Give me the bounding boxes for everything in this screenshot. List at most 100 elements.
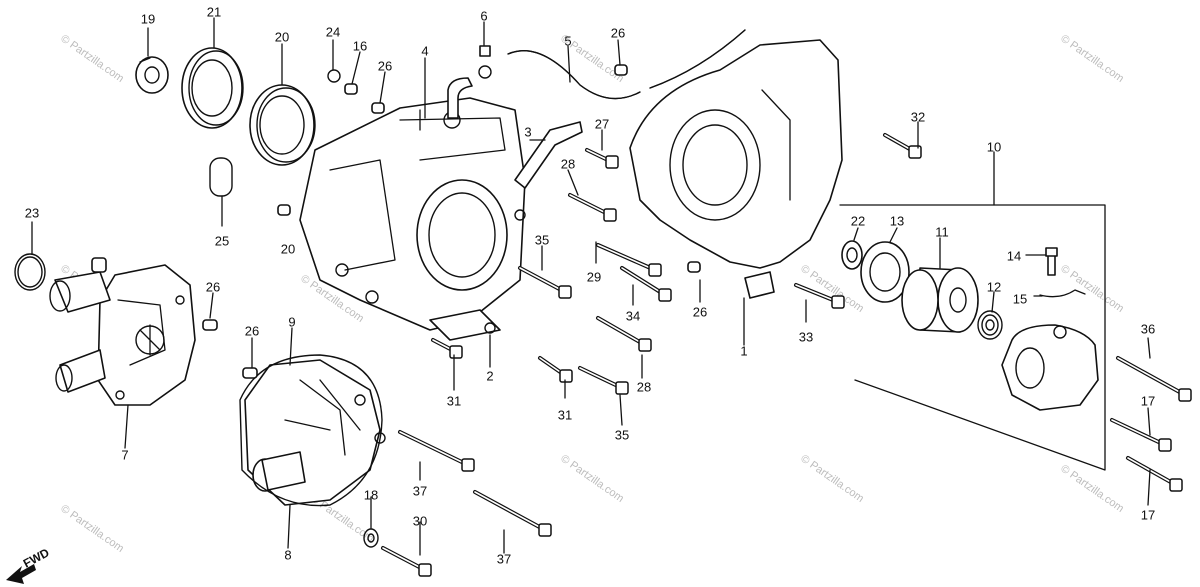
callout-number: 37 <box>497 551 511 566</box>
callout-number: 7 <box>121 447 128 462</box>
callout-number: 26 <box>378 58 392 73</box>
part-9-gasket <box>239 354 383 507</box>
callout-number: 13 <box>890 213 904 228</box>
callout-number: 37 <box>413 483 427 498</box>
callout-number: 29 <box>587 269 601 284</box>
watermark-text: © Partzilla.com <box>1058 263 1126 315</box>
callout-number: 26 <box>611 25 625 40</box>
bolt <box>398 430 475 472</box>
callout-number: 2 <box>486 368 493 383</box>
part-26-dowel-f <box>687 261 701 273</box>
part-2-crankcase-cover <box>299 77 526 341</box>
callout-number: 26 <box>693 304 707 319</box>
fwd-arrow-icon <box>6 564 36 584</box>
part-26-dowel-e <box>614 64 628 76</box>
callout-number: 11 <box>935 224 949 239</box>
bolt <box>473 490 552 537</box>
callout-number: 34 <box>626 308 640 323</box>
watermark-text: © Partzilla.com <box>58 33 126 85</box>
part-18-washer <box>363 528 379 548</box>
bolt-layer <box>381 133 1192 577</box>
callout-number: 26 <box>245 323 259 338</box>
callout-number: 33 <box>799 329 813 344</box>
part-24-ring <box>327 69 341 83</box>
callout-number: 35 <box>615 427 629 442</box>
callout-number: 15 <box>1013 291 1027 306</box>
callout-number: 32 <box>911 109 925 124</box>
callout-number: 16 <box>353 38 367 53</box>
callout-number: 10 <box>987 139 1001 154</box>
part-14-bleeder <box>1045 247 1058 276</box>
callout-number: 28 <box>561 156 575 171</box>
bolt <box>596 316 652 352</box>
callout-number: 19 <box>141 11 155 26</box>
callout-number: 20 <box>275 29 289 44</box>
part-23-oring <box>14 253 46 291</box>
callout-number: 23 <box>25 205 39 220</box>
callout-number: 1 <box>740 343 747 358</box>
watermark-text: © Partzilla.com <box>1058 33 1126 85</box>
callout-number: 18 <box>364 487 378 502</box>
callout-number: 31 <box>447 393 461 408</box>
bolt <box>596 243 662 277</box>
callout-number: 26 <box>206 279 220 294</box>
bolt <box>1110 418 1172 452</box>
part-26-dowel-d <box>371 102 385 114</box>
callout-number: 4 <box>421 43 428 58</box>
callout-number: 6 <box>480 8 487 23</box>
part-19-seal <box>135 56 169 94</box>
part-8-pump-cover <box>244 359 386 506</box>
callout-number: 20 <box>281 241 295 256</box>
callout-number: 17 <box>1141 507 1155 522</box>
part-26-dowel-a <box>202 319 218 331</box>
bolt <box>620 266 672 302</box>
bolt <box>431 338 463 359</box>
part-22-bearing <box>841 240 863 270</box>
part-10-housing <box>1001 324 1099 411</box>
callout-number: 3 <box>524 124 531 139</box>
callout-number: 31 <box>558 407 572 422</box>
bolt <box>883 133 922 159</box>
callout-number: 22 <box>851 213 865 228</box>
callout-number: 17 <box>1141 393 1155 408</box>
part-15-wire <box>1039 289 1086 298</box>
watermark-text: © Partzilla.com <box>58 503 126 555</box>
watermark-text: © Partzilla.com <box>1058 463 1126 515</box>
part-7-water-pump-body <box>49 257 196 406</box>
part-11-rotor <box>901 267 979 333</box>
part-10-assembly-box <box>839 204 1106 471</box>
bolt <box>794 283 845 309</box>
part-12-spring <box>977 310 1003 340</box>
callout-number: 36 <box>1141 321 1155 336</box>
callout-number: 28 <box>637 379 651 394</box>
callout-number: 24 <box>326 24 340 39</box>
part-3-bracket <box>514 121 583 189</box>
callout-number: 9 <box>288 314 295 329</box>
bolt <box>585 148 619 169</box>
callout-number: 21 <box>207 4 221 19</box>
callout-number: 35 <box>535 232 549 247</box>
bolt <box>1126 456 1183 492</box>
watermark-text: © Partzilla.com <box>558 453 626 505</box>
bolt <box>518 266 572 299</box>
bolt <box>578 366 629 395</box>
part-20-seal <box>249 84 316 166</box>
part-16-dowel <box>344 83 358 95</box>
callout-number: 12 <box>987 279 1001 294</box>
callout-number: 25 <box>215 233 229 248</box>
part-1-side-cover <box>629 39 843 299</box>
callout-number: 30 <box>413 513 427 528</box>
callout-number: 8 <box>284 547 291 562</box>
part-21-oil-seal <box>181 47 244 129</box>
part-26-dowel-c <box>277 204 291 216</box>
callout-number: 27 <box>595 116 609 131</box>
part-13-seal <box>860 241 910 303</box>
bolt <box>568 193 617 222</box>
bolt <box>538 356 573 383</box>
bolt <box>381 546 432 577</box>
part-5-hose <box>507 29 746 100</box>
part-6-clamp <box>478 45 492 79</box>
